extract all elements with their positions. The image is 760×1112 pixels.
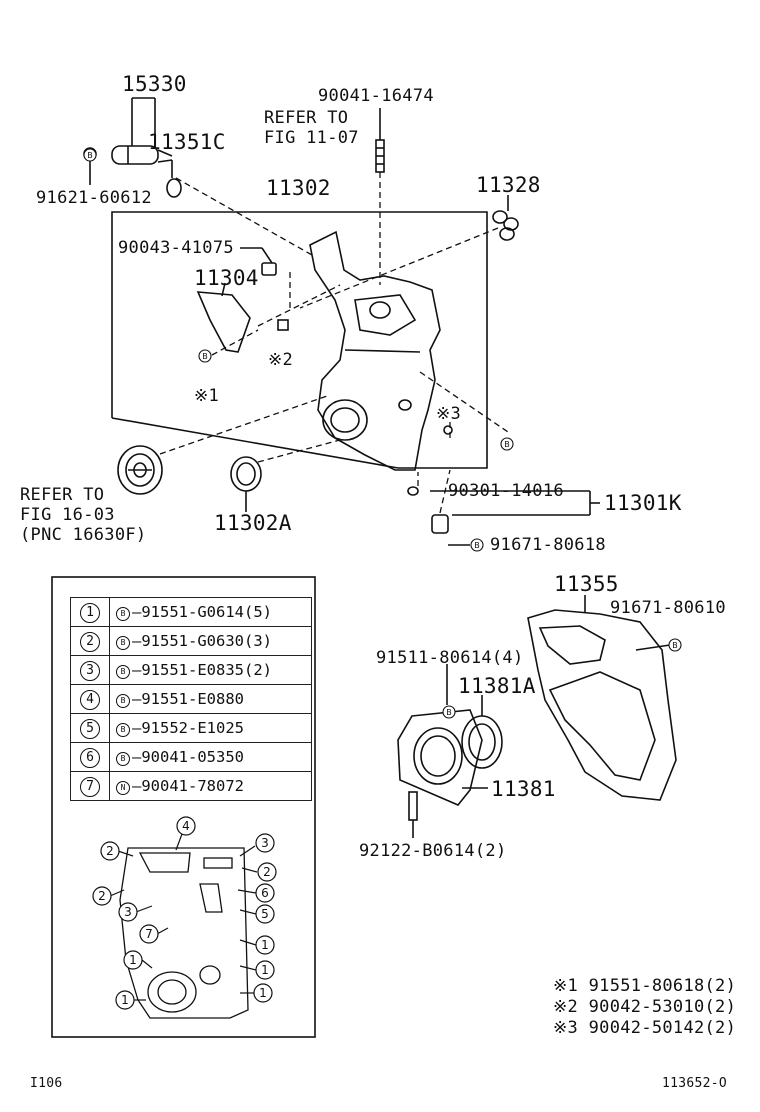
label-91671-80618: 91671-80618 (490, 535, 606, 555)
bolt-row-number: 5 (70, 713, 110, 743)
ov-1c: 1 (261, 963, 269, 977)
footer-left: I106 (30, 1076, 63, 1091)
label-mark2: ※2 (268, 350, 294, 370)
label-pnc-16630f: (PNC 16630F) (20, 525, 147, 545)
bolt-row-number: 1 (70, 597, 110, 627)
bolt-row-number: 3 (70, 655, 110, 685)
cover-11304-drawing (196, 291, 251, 353)
label-11302a: 11302A (214, 511, 292, 535)
b-marker-1: B (87, 151, 93, 160)
bolt-row-part: B–91551-E0880 (109, 684, 312, 714)
label-11328: 11328 (476, 173, 541, 197)
gasket-11355-drawing (527, 609, 677, 801)
ov-1d: 1 (121, 993, 129, 1007)
b-marker-2: B (202, 352, 208, 361)
note-row: ※3 90042-50142(2) (553, 1018, 737, 1038)
label-11351c: 11351C (148, 130, 226, 154)
ov-2c: 2 (98, 889, 106, 903)
b-marker-6: B (446, 708, 452, 717)
label-mark1: ※1 (194, 386, 220, 406)
bolt-row-part: B–91551-G0630(3) (109, 626, 312, 656)
dowel-drawing (277, 319, 289, 331)
footer-right: 113652-O (662, 1076, 728, 1091)
label-15330: 15330 (122, 72, 187, 96)
bolt-row-part: B–91552-E1025 (109, 713, 312, 743)
bolt-row-part: N–90041-78072 (109, 771, 312, 801)
label-mark3: ※3 (436, 404, 462, 424)
legend-frame (51, 576, 316, 1038)
label-fig-16-03: FIG 16-03 (20, 505, 115, 525)
oil-seal-retainer-drawing (397, 709, 483, 806)
ov-1a: 1 (261, 938, 269, 952)
assembly-frame (111, 211, 488, 469)
overview-bolt-location-drawing (119, 847, 249, 1019)
label-90301-14016: 90301-14016 (448, 481, 564, 501)
bolt-row-part: B–91551-G0614(5) (109, 597, 312, 627)
label-90043-41075: 90043-41075 (118, 238, 234, 258)
gasket-11328-drawing (492, 210, 519, 241)
note-row: ※1 91551-80618(2) (553, 976, 737, 996)
ov-5: 5 (261, 907, 269, 921)
ov-1b: 1 (129, 953, 137, 967)
label-11355: 11355 (554, 572, 619, 596)
oil-seal-11302A-drawing (230, 456, 262, 492)
ov-6: 6 (261, 886, 269, 900)
ov-1e: 1 (259, 986, 267, 1000)
label-11304: 11304 (194, 266, 259, 290)
ov-2a: 2 (106, 844, 114, 858)
stud-92122-drawing (408, 791, 418, 821)
bolt-row-part: B–90041-05350 (109, 742, 312, 772)
b-marker-4: B (474, 541, 480, 550)
ov-4: 4 (182, 819, 190, 833)
label-refer-to-b: REFER TO (20, 485, 105, 505)
plug-drawing (261, 262, 277, 276)
b-marker-5: B (672, 641, 678, 650)
bolt-row-number: 6 (70, 742, 110, 772)
label-11301k: 11301K (604, 491, 682, 515)
label-90041-16474: 90041-16474 (318, 86, 434, 106)
ov-3a: 3 (261, 836, 269, 850)
label-11381a: 11381A (458, 674, 536, 698)
label-11381: 11381 (491, 777, 556, 801)
note-row: ※2 90042-53010(2) (553, 997, 737, 1017)
b-marker-3: B (504, 440, 510, 449)
bolt-row-number: 2 (70, 626, 110, 656)
ov-2b: 2 (263, 865, 271, 879)
crank-pulley-drawing (117, 445, 163, 495)
label-91511-80614: 91511-80614(4) (376, 648, 524, 668)
label-11302: 11302 (266, 176, 331, 200)
label-fig-11-07: FIG 11-07 (264, 128, 359, 148)
label-refer-to-a: REFER TO (264, 108, 349, 128)
ov-3b: 3 (124, 905, 132, 919)
bolt-row-number: 7 (70, 771, 110, 801)
label-91671-80610: 91671-80610 (610, 598, 726, 618)
ov-7: 7 (145, 927, 153, 941)
bolt-row-part: B–91551-E0835(2) (109, 655, 312, 685)
timing-chain-cover-drawing (309, 230, 441, 471)
oil-control-valve-drawing (83, 145, 182, 198)
label-92122-b0614: 92122-B0614(2) (359, 841, 507, 861)
overview-callouts (92, 816, 277, 1010)
sensor-drawing (431, 514, 449, 534)
label-91621-60612: 91621-60612 (36, 188, 152, 208)
bolt-row-number: 4 (70, 684, 110, 714)
